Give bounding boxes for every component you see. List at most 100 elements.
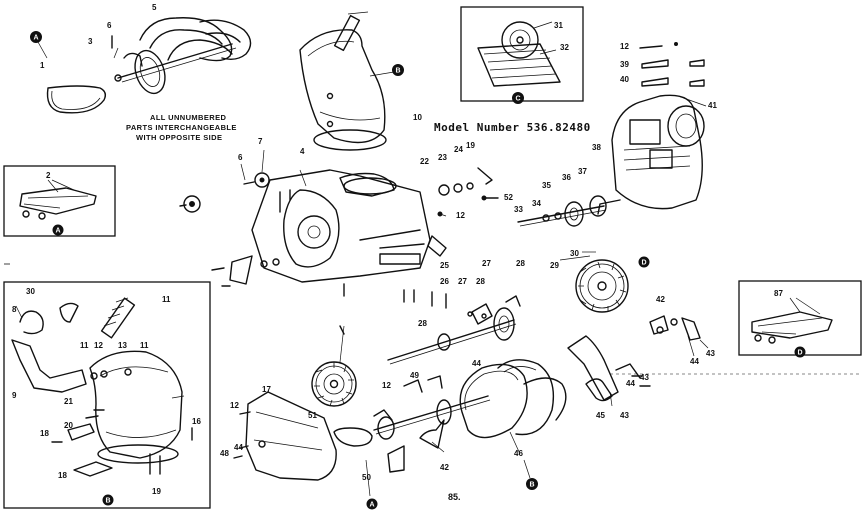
part-label-20: 20 <box>64 421 73 430</box>
part-label-6b: 6 <box>107 21 112 30</box>
part-label-11b: 11 <box>140 341 149 350</box>
callout-d-inset-letter: D <box>797 350 802 357</box>
part-label-52: 52 <box>504 193 513 202</box>
part-label-44c: 44 <box>626 379 635 388</box>
part-label-29: 29 <box>550 261 559 270</box>
engine-assembly <box>597 94 707 215</box>
part-label-3: 3 <box>88 37 93 46</box>
callout-b-belt-letter: B <box>529 482 534 489</box>
part-label-21: 21 <box>64 397 73 406</box>
part-label-12c: 12 <box>620 42 629 51</box>
part-label-49: 49 <box>410 371 419 380</box>
lower-housing-hardware <box>211 235 447 309</box>
part-label-25: 25 <box>440 261 449 270</box>
part-label-26: 26 <box>440 277 449 286</box>
part-label-19b: 19 <box>466 141 475 150</box>
part-label-28c: 28 <box>418 319 427 328</box>
part-label-51: 51 <box>308 411 317 420</box>
part-label-12e: 12 <box>382 381 391 390</box>
part-label-28: 28 <box>476 277 485 286</box>
model-number-label: Model Number 536.82480 <box>434 121 591 134</box>
inset-box-chute: B <box>3 281 211 509</box>
callout-d-wheel-letter: D <box>641 260 646 267</box>
part-label-43b: 43 <box>640 373 649 382</box>
lower-drive-pulleys <box>373 375 491 473</box>
part-label-28b: 28 <box>516 259 525 268</box>
part-label-44b: 44 <box>690 357 699 366</box>
part-label-36: 36 <box>562 173 571 182</box>
part-label-27: 27 <box>458 277 467 286</box>
inset-box-c: C <box>460 6 584 104</box>
part-label-1: 1 <box>40 61 45 70</box>
part-label-18: 18 <box>40 429 49 438</box>
inset-box-right: D <box>738 280 862 358</box>
wheel-right: D <box>559 251 650 313</box>
callout-a-inset-letter: A <box>55 228 60 235</box>
callout-c-inset-letter: C <box>515 96 520 103</box>
part-label-23: 23 <box>438 153 447 162</box>
callout-b-inset-letter: B <box>105 498 110 505</box>
small-parts-12-39-40 <box>639 42 705 87</box>
part-label-40: 40 <box>620 75 629 84</box>
part-labels: 1 2 3 4 5 6 6 7 8 9 10 11 11 11 12 12 12… <box>12 3 783 496</box>
part-label-10: 10 <box>413 113 422 122</box>
belt-cover <box>233 391 337 481</box>
auger-housing <box>251 169 431 283</box>
part-label-87: 87 <box>774 289 783 298</box>
part-label-18b: 18 <box>58 471 67 480</box>
part-label-27b: 27 <box>482 259 491 268</box>
part-label-2: 2 <box>46 171 51 180</box>
side-plate-left <box>179 195 201 213</box>
part-label-6: 6 <box>238 153 243 162</box>
part-label-24: 24 <box>454 145 463 154</box>
note-line-1: ALL UNNUMBERED <box>150 113 226 122</box>
callout-a-top: A <box>30 31 48 59</box>
part-label-11c: 11 <box>162 295 171 304</box>
part-label-46: 46 <box>514 449 523 458</box>
page-number: 85. <box>448 492 461 502</box>
belt-a-drawing <box>46 85 107 114</box>
note-line-3: WITH OPPOSITE SIDE <box>136 133 222 142</box>
part-label-11: 11 <box>80 341 89 350</box>
part-label-30b: 30 <box>570 249 579 258</box>
part-label-31: 31 <box>554 21 563 30</box>
part-label-32: 32 <box>560 43 569 52</box>
belt-a-lower: A <box>333 427 378 510</box>
part-label-17: 17 <box>262 385 271 394</box>
part-label-19: 19 <box>152 487 161 496</box>
auger-assembly <box>111 17 252 95</box>
parts-6-7-fasteners <box>240 149 270 188</box>
part-label-39: 39 <box>620 60 629 69</box>
wheel-left <box>311 325 357 407</box>
part-label-41: 41 <box>708 101 717 110</box>
part-label-22: 22 <box>420 157 429 166</box>
part-label-30: 30 <box>26 287 35 296</box>
part-label-34: 34 <box>532 199 541 208</box>
part-label-42: 42 <box>656 295 665 304</box>
part-label-8: 8 <box>12 305 17 314</box>
chute-crank-hardware <box>437 167 499 217</box>
part-label-5: 5 <box>152 3 157 12</box>
part-label-9: 9 <box>12 391 17 400</box>
part-label-48: 48 <box>220 449 229 458</box>
dashed-guide-lines <box>4 263 860 375</box>
drive-belts-46: B <box>459 359 567 490</box>
part-label-12d: 12 <box>230 401 239 410</box>
part-label-13: 13 <box>118 341 127 350</box>
part-label-35: 35 <box>542 181 551 190</box>
part-label-50: 50 <box>362 473 371 482</box>
part-label-44d: 44 <box>234 443 243 452</box>
part-label-43c: 43 <box>620 411 629 420</box>
hardware-42-43 <box>631 315 709 387</box>
part-label-33: 33 <box>514 205 523 214</box>
part-label-37: 37 <box>578 167 587 176</box>
callout-b-chute-letter: B <box>395 68 400 75</box>
part-label-12b: 12 <box>456 211 465 220</box>
part-label-38: 38 <box>592 143 601 152</box>
callout-a-top-letter: A <box>33 35 38 42</box>
discharge-chute-upper: B <box>299 11 404 151</box>
part-label-7: 7 <box>258 137 263 146</box>
inset-box-left: A <box>3 165 116 237</box>
